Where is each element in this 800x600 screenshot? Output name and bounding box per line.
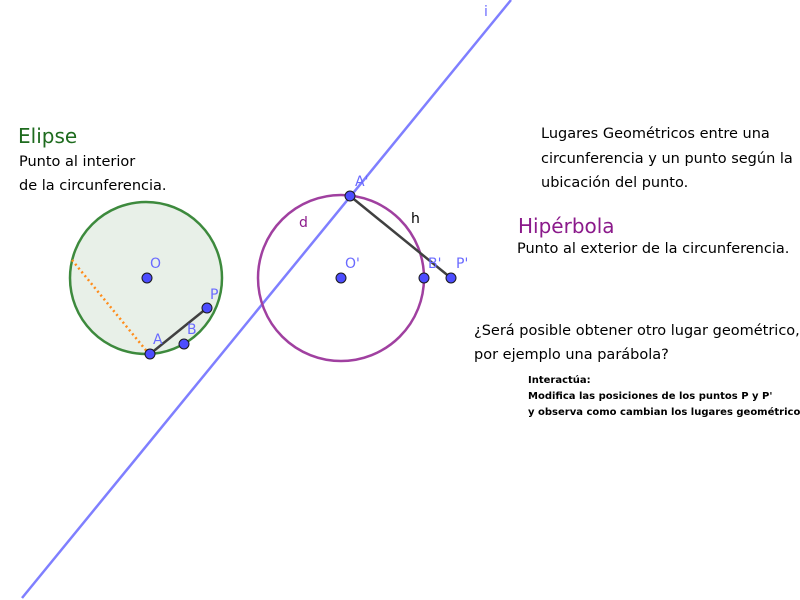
point-P-prime[interactable]: [445, 272, 457, 284]
label-d: d: [299, 215, 308, 231]
point-B[interactable]: [178, 338, 190, 350]
label-A-prime: A': [355, 174, 368, 190]
instructions-line1: Interactúa:: [528, 375, 591, 386]
intro-line1: Lugares Geométricos entre una: [541, 126, 770, 142]
label-P-prime: P': [456, 256, 468, 272]
point-B-prime[interactable]: [418, 272, 430, 284]
question-line1: ¿Será posible obtener otro lugar geométr…: [474, 323, 800, 339]
intro-line3: ubicación del punto.: [541, 175, 689, 191]
ellipse-desc-line2: de la circunferencia.: [19, 178, 167, 194]
label-P: P: [210, 287, 218, 303]
point-P[interactable]: [201, 302, 213, 314]
instructions-line2: Modifica las posiciones de los puntos P …: [528, 391, 773, 402]
intro-line2: circunferencia y un punto según la: [541, 151, 793, 167]
line-i[interactable]: [21, 0, 512, 599]
label-B-prime: B': [428, 256, 441, 272]
point-A-prime[interactable]: [344, 190, 356, 202]
hyperbola-title: Hipérbola: [518, 214, 615, 238]
segment-AP[interactable]: [149, 307, 208, 355]
label-O: O: [150, 256, 161, 272]
instructions-line3: y observa como cambian los lugares geomé…: [528, 407, 800, 418]
label-O-prime: O': [345, 256, 360, 272]
segment-h[interactable]: [349, 195, 452, 279]
hyperbola-desc: Punto al exterior de la circunferencia.: [517, 241, 790, 257]
point-O[interactable]: [141, 272, 153, 284]
label-A: A: [153, 332, 163, 348]
ellipse-desc-line1: Punto al interior: [19, 154, 136, 170]
label-B: B: [187, 322, 197, 338]
question-line2: por ejemplo una parábola?: [474, 347, 669, 363]
label-h: h: [411, 211, 420, 227]
point-O-prime[interactable]: [335, 272, 347, 284]
point-A[interactable]: [144, 348, 156, 360]
line-i-label: i: [484, 4, 488, 20]
orange-dotted-segment: [71, 259, 150, 355]
ellipse-title: Elipse: [18, 124, 78, 148]
